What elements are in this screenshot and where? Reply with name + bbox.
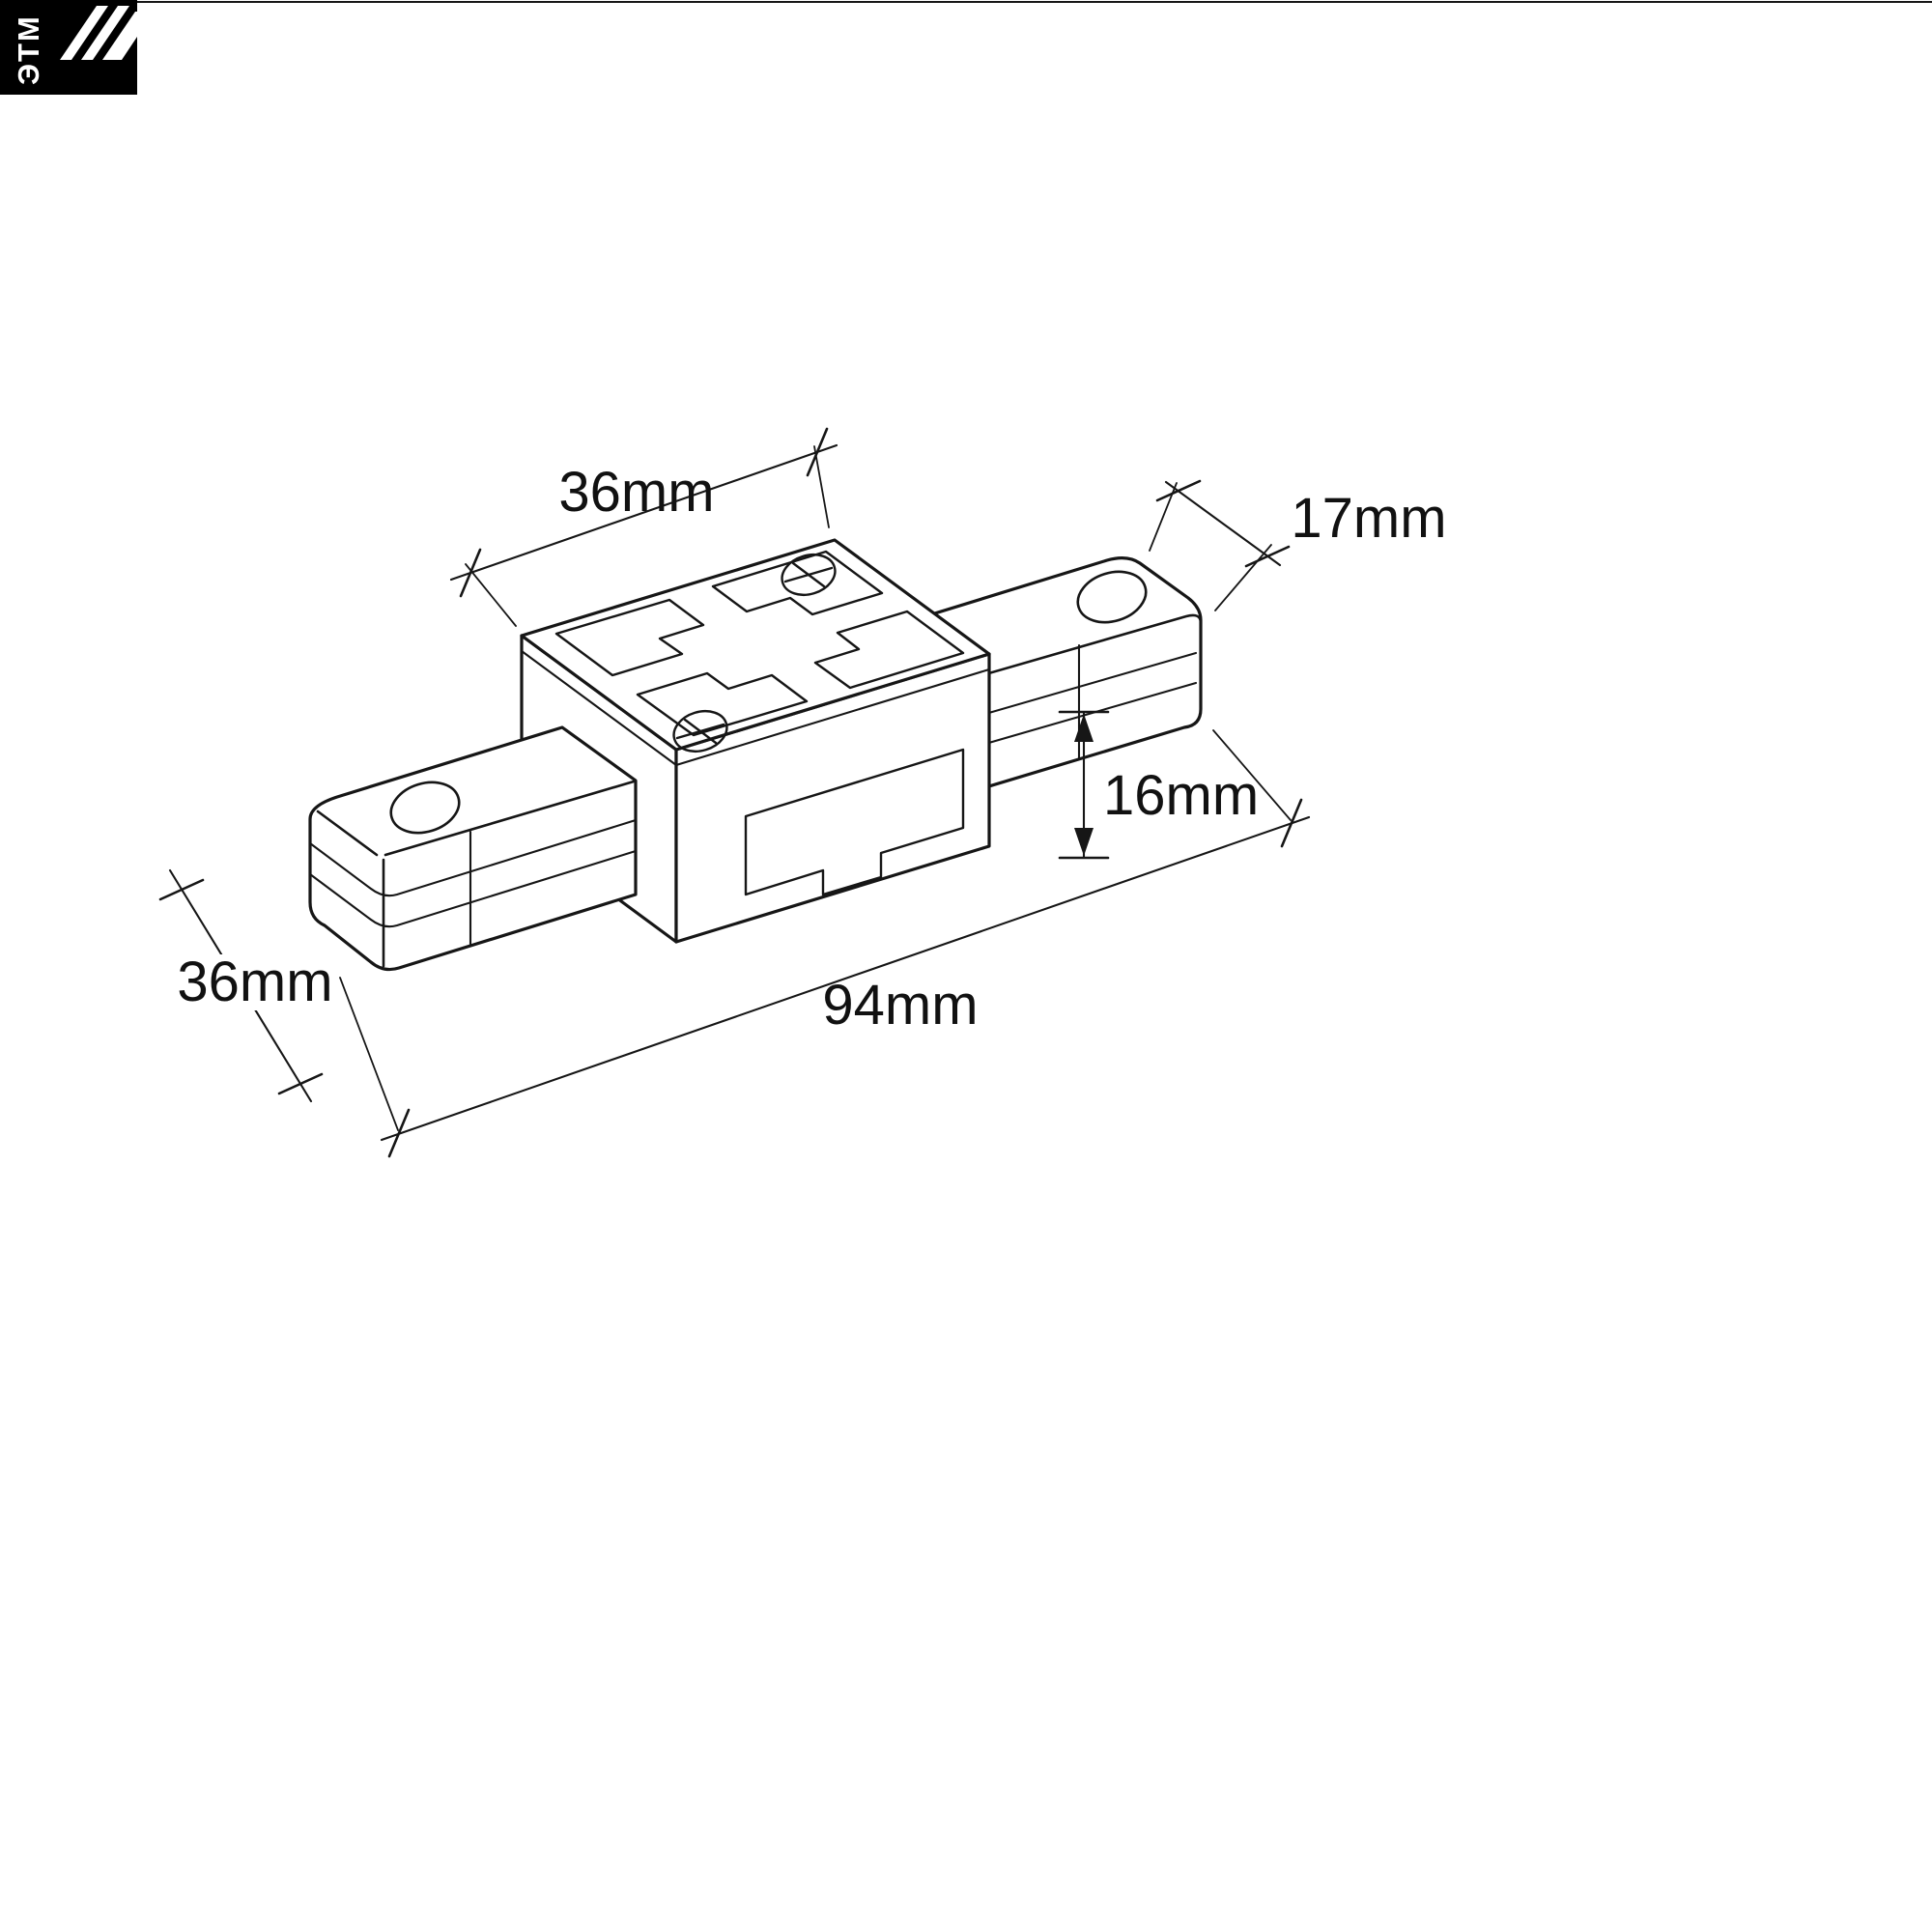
left-arm-silhouette <box>308 725 638 972</box>
dim-label-tab-width: 17mm <box>1291 487 1446 550</box>
dim-label-side-width: 36mm <box>177 951 332 1013</box>
tick-mark <box>1155 479 1202 502</box>
logo-stripe-icon <box>102 12 137 60</box>
lid-seam-front <box>674 668 991 767</box>
dimension-height: 16mm <box>1058 710 1259 860</box>
dimension-line <box>449 443 838 582</box>
dim-label-total-length: 94mm <box>822 974 978 1037</box>
right-mounting-hole-icon <box>1076 570 1148 624</box>
dim-label-top-width: 36mm <box>558 461 714 524</box>
dimension-annotations: 36mm 17mm 16mm 94mm <box>158 427 1447 1158</box>
left-track-arm <box>308 725 638 972</box>
lid-seam-left <box>520 649 678 767</box>
left-arm-groove-line <box>308 849 638 928</box>
tick-mark <box>1280 798 1303 848</box>
dimension-line <box>1164 480 1282 567</box>
extension-line <box>465 563 517 627</box>
label-backplate <box>176 954 334 1010</box>
tick-mark <box>459 548 482 598</box>
left-arm-top-crease <box>384 780 636 857</box>
lid-cutout <box>554 598 705 677</box>
screw-icon <box>672 709 728 753</box>
logo-text: ЭТМ <box>12 14 45 85</box>
dimension-tab-width: 17mm <box>1149 479 1447 611</box>
lid-cutout <box>711 550 884 616</box>
arrowhead-up-icon <box>1074 714 1094 742</box>
left-arm-groove-line <box>308 818 638 897</box>
left-mounting-hole-icon <box>389 781 461 835</box>
lid-cutout <box>813 610 965 690</box>
lid-cutout <box>636 671 809 737</box>
extension-line <box>1212 729 1292 821</box>
left-arm-end-crease <box>316 810 379 857</box>
dimension-top-width: 36mm <box>449 427 838 627</box>
connector-drawing <box>308 538 1203 972</box>
body-top-face <box>520 538 991 752</box>
tick-mark <box>158 878 205 901</box>
logo-stripe-icon <box>60 6 108 60</box>
tick-mark <box>277 1072 324 1095</box>
front-latch-outline <box>744 748 965 896</box>
arrowhead-down-icon <box>1074 828 1094 856</box>
dim-label-height: 16mm <box>1103 764 1259 827</box>
dimension-side-width: 36mm <box>158 868 334 1103</box>
brand-logo: ЭТМ <box>0 0 137 95</box>
logo-stripe-icon <box>81 6 129 60</box>
tick-mark <box>387 1108 411 1158</box>
tick-mark <box>1244 545 1291 568</box>
extension-line <box>1214 544 1272 611</box>
extension-line <box>339 977 399 1131</box>
screw-icon <box>781 553 837 597</box>
dimension-total-length: 94mm <box>339 729 1311 1158</box>
right-arm-top-crease <box>947 613 1203 687</box>
tick-mark <box>806 427 829 477</box>
extension-line <box>813 445 830 528</box>
dimension-line <box>380 815 1311 1142</box>
